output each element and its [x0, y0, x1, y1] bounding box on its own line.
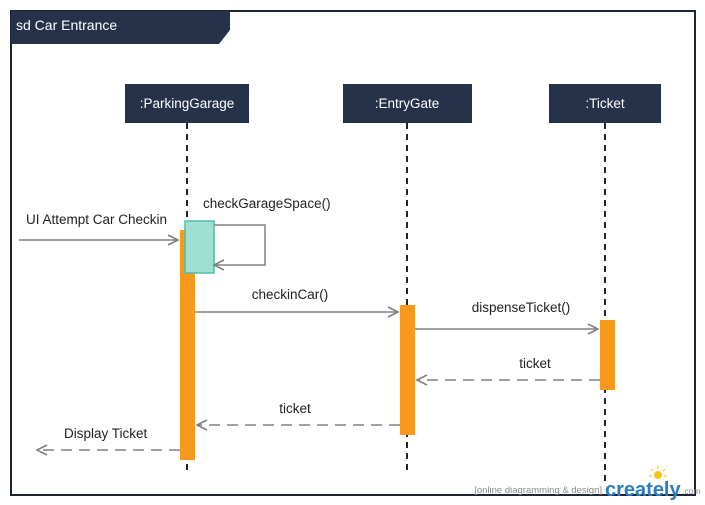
- return-label-display-ticket: Display Ticket: [64, 426, 148, 441]
- frame-title-tab: [11, 11, 230, 44]
- watermark-suffix: .com: [682, 486, 700, 496]
- lifeline-label-parking-garage: :ParkingGarage: [140, 96, 235, 111]
- frame-title: sd Car Entrance: [16, 17, 117, 33]
- frame-border: [10, 10, 696, 496]
- message-label-checkin-car: checkinCar(): [252, 287, 329, 302]
- lifeline-ticket[interactable]: :Ticket: [549, 84, 661, 482]
- return-label-ticket-to-entry-gate: ticket: [519, 356, 551, 371]
- lifeline-header-parking-garage: [125, 84, 249, 123]
- creately-watermark[interactable]: [online diagramming & design] creately .…: [474, 466, 700, 501]
- message-label-dispense-ticket: dispenseTicket(): [472, 300, 571, 315]
- lifeline-label-ticket: :Ticket: [585, 96, 625, 111]
- message-arrow-check-garage-space[interactable]: [214, 224, 266, 265]
- return-label-ticket-to-parking-garage: ticket: [279, 401, 311, 416]
- lifeline-label-entry-gate: :EntryGate: [375, 96, 440, 111]
- watermark-brand: creately: [605, 479, 681, 501]
- activation-ticket: [600, 320, 615, 390]
- sun-icon: [649, 466, 667, 479]
- message-label-attempt-checkin: UI Attempt Car Checkin: [26, 212, 167, 227]
- activation-entry-gate: [400, 305, 415, 435]
- lifeline-header-ticket: [549, 84, 661, 123]
- self-activation-parking-garage: [184, 220, 215, 274]
- message-label-check-garage-space: checkGarageSpace(): [203, 196, 331, 211]
- lifeline-parking-garage[interactable]: :ParkingGarage: [125, 84, 249, 472]
- watermark-caption: [online diagramming & design]: [474, 485, 602, 496]
- activation-parking-garage: [180, 230, 195, 460]
- lifeline-header-entry-gate: [343, 84, 472, 123]
